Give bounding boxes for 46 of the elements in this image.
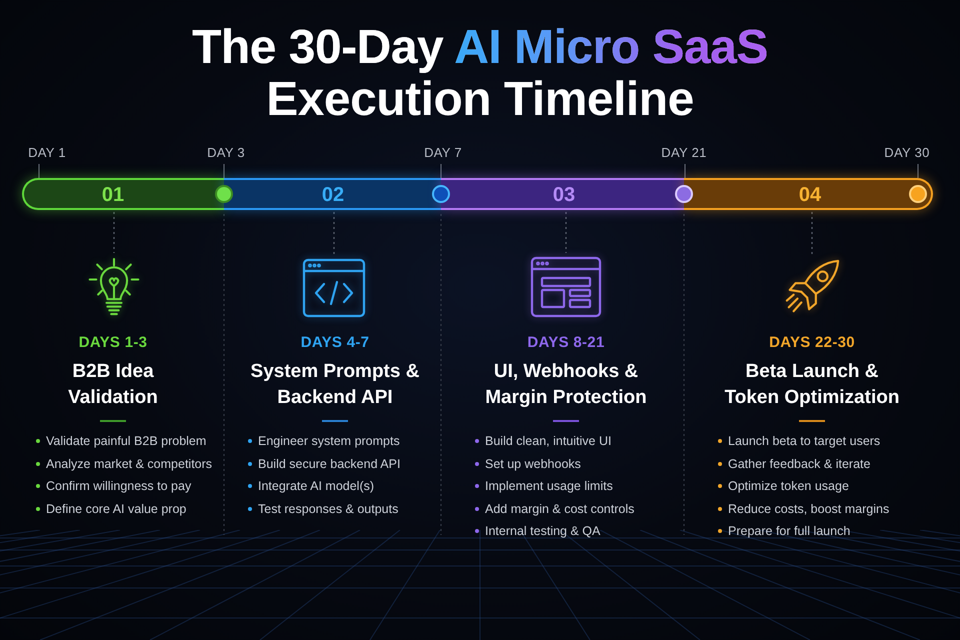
list-item: Validate painful B2B problem — [46, 433, 206, 450]
list-item: Launch beta to target users — [728, 433, 880, 450]
timeline-segment — [22, 178, 224, 210]
list-item: Define core AI value prop — [46, 500, 186, 518]
list-item: Internal testing & QA — [485, 523, 600, 540]
timeline-segment — [224, 178, 441, 210]
list-item: Add margin & cost controls — [485, 500, 634, 518]
phase-title: Beta Launch & Token Optimization — [724, 360, 900, 410]
day-label: DAY 7 — [424, 145, 462, 161]
list-item: Reduce costs, boost margins — [728, 500, 890, 518]
phase-number: 01 — [102, 184, 124, 206]
phase-days: DAYS 8-21 — [527, 334, 605, 352]
list-item: Engineer system prompts — [258, 433, 400, 450]
code-window-icon — [302, 258, 366, 318]
timeline-segment — [684, 178, 933, 210]
timeline-segment — [441, 178, 684, 210]
connector-line — [113, 212, 115, 253]
list-item: Gather feedback & iterate — [728, 456, 870, 472]
list-item: Implement usage limits — [485, 478, 613, 495]
lightbulb-icon — [86, 256, 142, 318]
phase-days: DAYS 22-30 — [769, 334, 855, 352]
day-label: DAY 21 — [661, 145, 707, 161]
list-item: Confirm willingness to pay — [46, 478, 192, 495]
connector-line — [565, 212, 567, 253]
list-item: Analyze market & competitors — [46, 456, 212, 472]
phase-number: 02 — [322, 184, 344, 206]
list-item: Prepare for full launch — [728, 523, 850, 540]
list-item: Test responses & outputs — [258, 500, 398, 518]
connector-line — [333, 212, 335, 255]
phase-title: B2B Idea Validation — [67, 360, 159, 410]
phase-title: System Prompts & Backend API — [250, 360, 420, 410]
list-item: Set up webhooks — [485, 456, 581, 472]
phase-number: 03 — [552, 184, 576, 206]
list-item: Optimize token usage — [728, 478, 849, 495]
phase-days: DAYS 1-3 — [78, 334, 148, 352]
phase-title: UI, Webhooks & Margin Protection — [484, 360, 648, 410]
day-label: DAY 30 — [884, 145, 930, 161]
list-item: Build secure backend API — [258, 456, 400, 472]
day-label: DAY 1 — [28, 145, 66, 161]
list-item: Build clean, intuitive UI — [485, 433, 612, 450]
layout-window-icon — [530, 256, 602, 318]
phase-days: DAYS 4-7 — [300, 334, 370, 352]
phase-number: 04 — [798, 184, 822, 206]
list-item: Integrate AI model(s) — [258, 478, 374, 495]
day-label: DAY 3 — [207, 145, 245, 161]
connector-line — [811, 212, 813, 255]
